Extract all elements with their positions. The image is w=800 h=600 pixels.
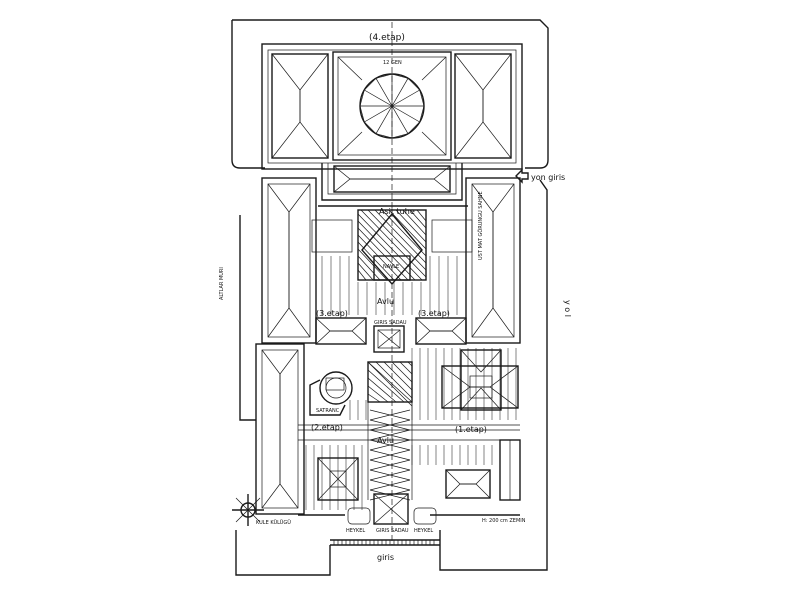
- side-entry-arrow-icon: [515, 168, 529, 184]
- label-entry: giris: [377, 553, 394, 562]
- central-fountain: [373, 325, 405, 353]
- left-lower-wing: [255, 343, 305, 515]
- label-side-entry: yon giris: [531, 173, 565, 182]
- hatch-line: [399, 361, 413, 375]
- label-gate-left: HEYKEL: [346, 528, 365, 534]
- hatch-line: [369, 449, 411, 461]
- hatch-line: [357, 227, 409, 281]
- label-gate-right: HEYKEL: [414, 528, 433, 534]
- chess-pavilion: [309, 371, 353, 416]
- hatch-line: [357, 255, 381, 281]
- hatch-line: [381, 209, 427, 257]
- label-stage1: (1.etap): [455, 425, 487, 434]
- hatch-line: [360, 209, 427, 278]
- hatch-line: [391, 105, 409, 134]
- compass-icon: [232, 494, 264, 526]
- hatch-line: [357, 262, 374, 281]
- hatch-line: [391, 89, 420, 107]
- right-upper-wing: [415, 177, 521, 345]
- label-lower-court: Avlu: [377, 436, 394, 445]
- label-hall: Asit tuhe: [379, 207, 415, 216]
- hatch-line: [391, 105, 420, 123]
- dome-polygon: [359, 73, 425, 139]
- hatch-line: [407, 361, 413, 367]
- hatch-line: [369, 409, 411, 421]
- hatch-line: [367, 385, 389, 403]
- upper-courtyard: [311, 205, 473, 315]
- hatch-line: [369, 489, 411, 501]
- hatch-line: [369, 429, 411, 441]
- lower-courtyard: [298, 348, 520, 510]
- hatch-line: [416, 209, 427, 222]
- hatch-line: [375, 361, 413, 399]
- hatch-line: [391, 78, 409, 107]
- cross-paving: [367, 361, 413, 501]
- label-gate-mid: GIRIS SADAU: [376, 528, 409, 534]
- hatch-line: [364, 105, 393, 123]
- hatch-line: [391, 361, 413, 383]
- label-upper-court: Avlu: [377, 297, 394, 306]
- entry-steps: [333, 540, 435, 545]
- paving-lines-upper: [321, 256, 458, 315]
- label-dome: 12 GEN: [383, 60, 402, 66]
- label-fountain-lower: GIRIS SADAU: [374, 320, 407, 326]
- right-lower-pavilions: [441, 349, 521, 501]
- hatch-line: [375, 78, 393, 107]
- label-road: y o l: [563, 300, 572, 317]
- label-top-stage: (4.etap): [369, 33, 405, 43]
- hatch-line: [357, 220, 416, 281]
- label-stage2: (2.etap): [311, 423, 343, 432]
- site-boundary: [231, 19, 549, 576]
- label-corner-note: KULE KÜLÜGÜ: [256, 519, 291, 526]
- hatch-line: [409, 209, 427, 229]
- south-fountain: [373, 493, 409, 525]
- top-building: [261, 22, 523, 545]
- dome-rosette: [359, 73, 425, 139]
- hatch-line: [367, 377, 397, 403]
- hatch-line: [367, 369, 405, 403]
- diamond-paving: [357, 209, 427, 281]
- left-lower-pavilion: [317, 457, 359, 501]
- paving-lines-lower: [305, 348, 517, 510]
- hatch-line: [357, 248, 388, 281]
- hatch-line: [357, 269, 367, 281]
- label-chess: SATRANC: [316, 408, 340, 414]
- south-entrance: [298, 507, 520, 546]
- hatch-line: [402, 209, 427, 236]
- hatch-line: [369, 469, 411, 481]
- label-bottom-note: H: 200 cm ZEMIN: [482, 518, 526, 524]
- hatch-line: [369, 459, 411, 471]
- hatch-line: [357, 234, 402, 281]
- label-stage3-left: (3.etap): [316, 309, 348, 318]
- hatch-line: [367, 361, 413, 407]
- hatch-line: [375, 105, 393, 134]
- hatch-line: [369, 439, 411, 451]
- hatch-line: [367, 393, 381, 403]
- hatch-line: [357, 213, 423, 281]
- hatch-line: [367, 209, 427, 271]
- hatch-line: [367, 361, 413, 403]
- hatch-line: [369, 479, 411, 491]
- hatch-line: [388, 209, 427, 250]
- hatch-line: [364, 89, 393, 107]
- left-upper-wing: [261, 177, 367, 345]
- label-fountain: NAVLE: [383, 264, 399, 270]
- label-wall-note-right: UST MAT GÖRUNGU SAHNE: [477, 191, 484, 260]
- hatch-line: [395, 209, 427, 243]
- label-stage3-right: (3.etap): [418, 309, 450, 318]
- hatch-line: [383, 361, 413, 391]
- label-wall-note-left: ALTLAR MURI: [219, 267, 225, 300]
